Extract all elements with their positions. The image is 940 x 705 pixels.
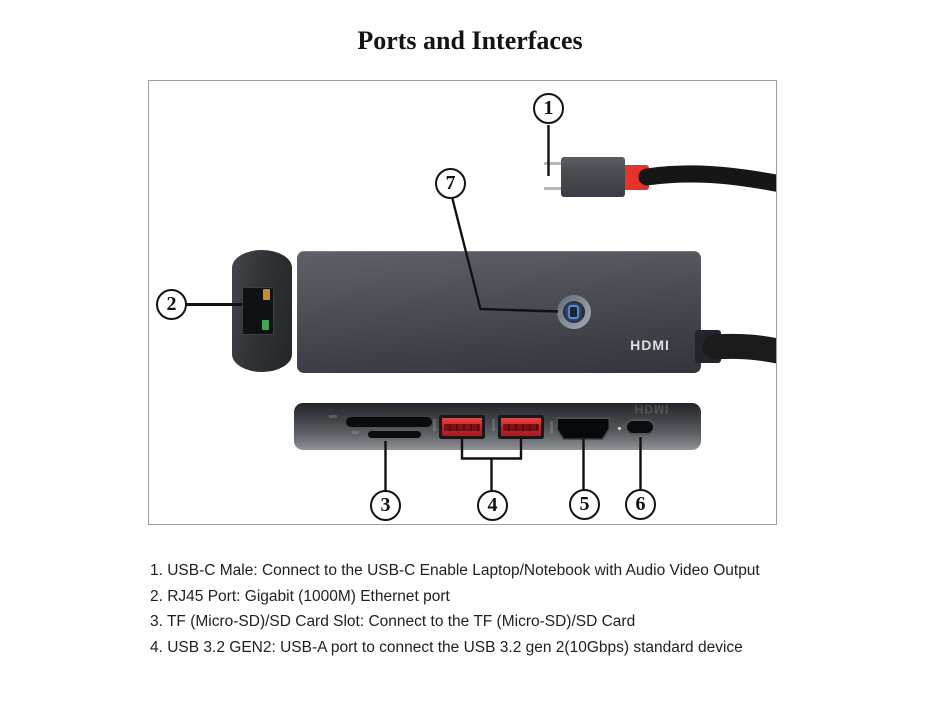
usb-a-port-2 (498, 415, 544, 439)
usb-c-plug-tongue-bottom (544, 187, 562, 190)
power-button-face (563, 301, 585, 323)
sd-slot-marking (329, 415, 337, 418)
power-button-blue-icon (568, 305, 579, 319)
description-item-2: 2. RJ45 Port: Gigabit (1000M) Ethernet p… (150, 587, 450, 605)
hdmi-logo-reflection: HDMI (634, 402, 670, 416)
usb-port-1-marking (433, 419, 436, 431)
usb-a-port-2-tongue (503, 424, 539, 431)
usb-a-port-1-red-inner (442, 418, 482, 436)
description-item-1: 1. USB-C Male: Connect to the USB-C Enab… (150, 562, 760, 579)
hdmi-port-marking (550, 421, 553, 433)
tf-slot-marking (352, 431, 359, 434)
usb-a-port-2-red-inner (501, 418, 541, 436)
usb-a-port-1 (439, 415, 485, 439)
hub-cable-connector (695, 330, 721, 363)
description-item-4: 4. USB 3.2 GEN2: USB-A port to connect t… (150, 638, 743, 656)
callout-5: 5 (569, 489, 600, 520)
port-descriptions: 1. USB-C Male: Connect to the USB-C Enab… (150, 558, 810, 660)
tf-card-slot (368, 431, 421, 438)
usb-c-female-port (625, 419, 655, 435)
hub-body-top-view (297, 251, 701, 373)
power-button (557, 295, 591, 329)
rj45-led-orange (263, 289, 270, 300)
indicator-led-dot (618, 427, 621, 430)
callout-6: 6 (625, 489, 656, 520)
usb-c-plug-tongue-top (544, 162, 562, 165)
usb-c-cable (638, 165, 776, 192)
callout-1: 1 (533, 93, 564, 124)
diagram-box: HDMI HDMI (148, 80, 777, 525)
usb-port-2-marking (492, 419, 495, 431)
usb-c-plug-body (561, 157, 625, 197)
hdmi-port-opening (557, 418, 609, 439)
hub-cable (702, 333, 776, 364)
page-title: Ports and Interfaces (357, 26, 583, 55)
callout-2: 2 (156, 289, 187, 320)
usb-a-port-1-tongue (444, 424, 480, 431)
usb-c-plug-strain-relief (624, 165, 649, 190)
callout-7: 7 (435, 168, 466, 199)
hdmi-logo-text: HDMI (630, 337, 670, 353)
description-item-3: 3. TF (Micro-SD)/SD Card Slot: Connect t… (150, 613, 636, 630)
sd-card-slot (346, 417, 432, 427)
callout-3: 3 (370, 490, 401, 521)
callout-4: 4 (477, 490, 508, 521)
hdmi-port (556, 417, 610, 440)
rj45-led-green (262, 320, 269, 330)
